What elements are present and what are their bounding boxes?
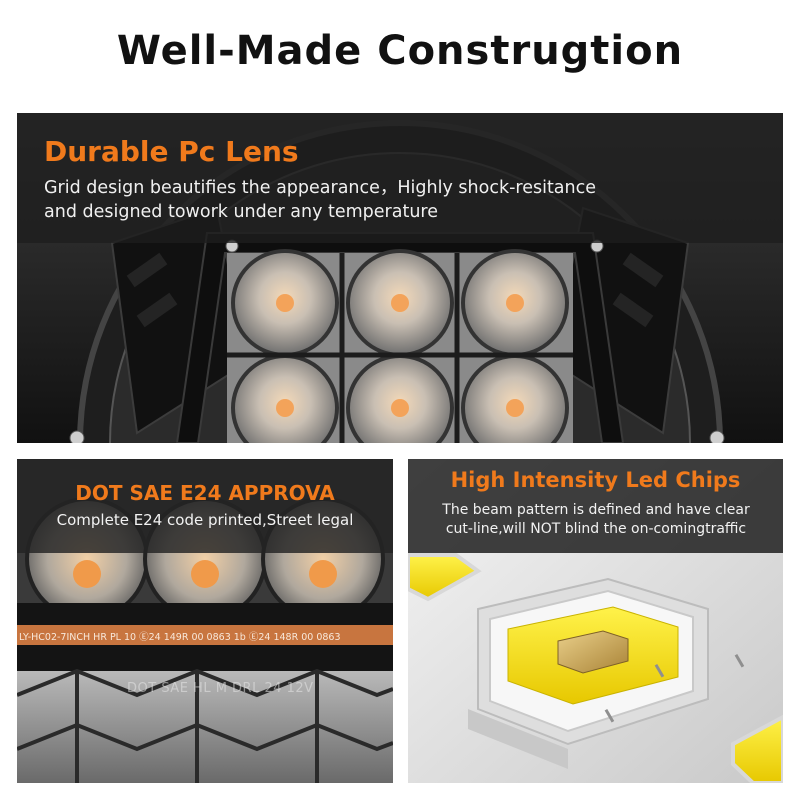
chips-heading: High Intensity Led Chips: [450, 468, 741, 492]
lens-desc-line2: and designed towork under any temperatur…: [44, 202, 439, 222]
chips-desc-line2: cut-line,will NOT blind the on-comingtra…: [445, 521, 747, 537]
approval-description: Complete E24 code printed,Street legal: [56, 511, 354, 529]
approval-panel: LY-HC02-7INCH HR PL 10 Ⓔ24 149R 00 0863 …: [17, 459, 393, 783]
e24-code-text: LY-HC02-7INCH HR PL 10 Ⓔ24 149R 00 0863 …: [19, 632, 341, 643]
durable-lens-panel: Durable Pc Lens Grid design beautifies t…: [17, 113, 783, 443]
dot-lens-marking: DOT SAE HL M DRL 24 12V: [127, 681, 314, 696]
lens-desc-line1: Grid design beautifies the appearance，Hi…: [44, 178, 597, 198]
lens-description: Grid design beautifies the appearance，Hi…: [44, 176, 744, 224]
led-chips-panel: High Intensity Led Chips The beam patter…: [408, 459, 783, 783]
chips-description: The beam pattern is defined and have cle…: [416, 501, 776, 539]
e24-stamp-strip: LY-HC02-7INCH HR PL 10 Ⓔ24 149R 00 0863 …: [17, 626, 393, 644]
chips-caption-box: High Intensity Led Chips The beam patter…: [408, 459, 783, 553]
approval-heading: DOT SAE E24 APPROVA: [75, 481, 335, 505]
lens-caption-box: Durable Pc Lens Grid design beautifies t…: [17, 113, 783, 243]
approval-caption-box: DOT SAE E24 APPROVA Complete E24 code pr…: [17, 459, 393, 553]
chips-desc-line1: The beam pattern is defined and have cle…: [442, 502, 750, 518]
lens-heading: Durable Pc Lens: [44, 135, 299, 168]
page-title: Well-Made Construgtion: [116, 28, 684, 74]
